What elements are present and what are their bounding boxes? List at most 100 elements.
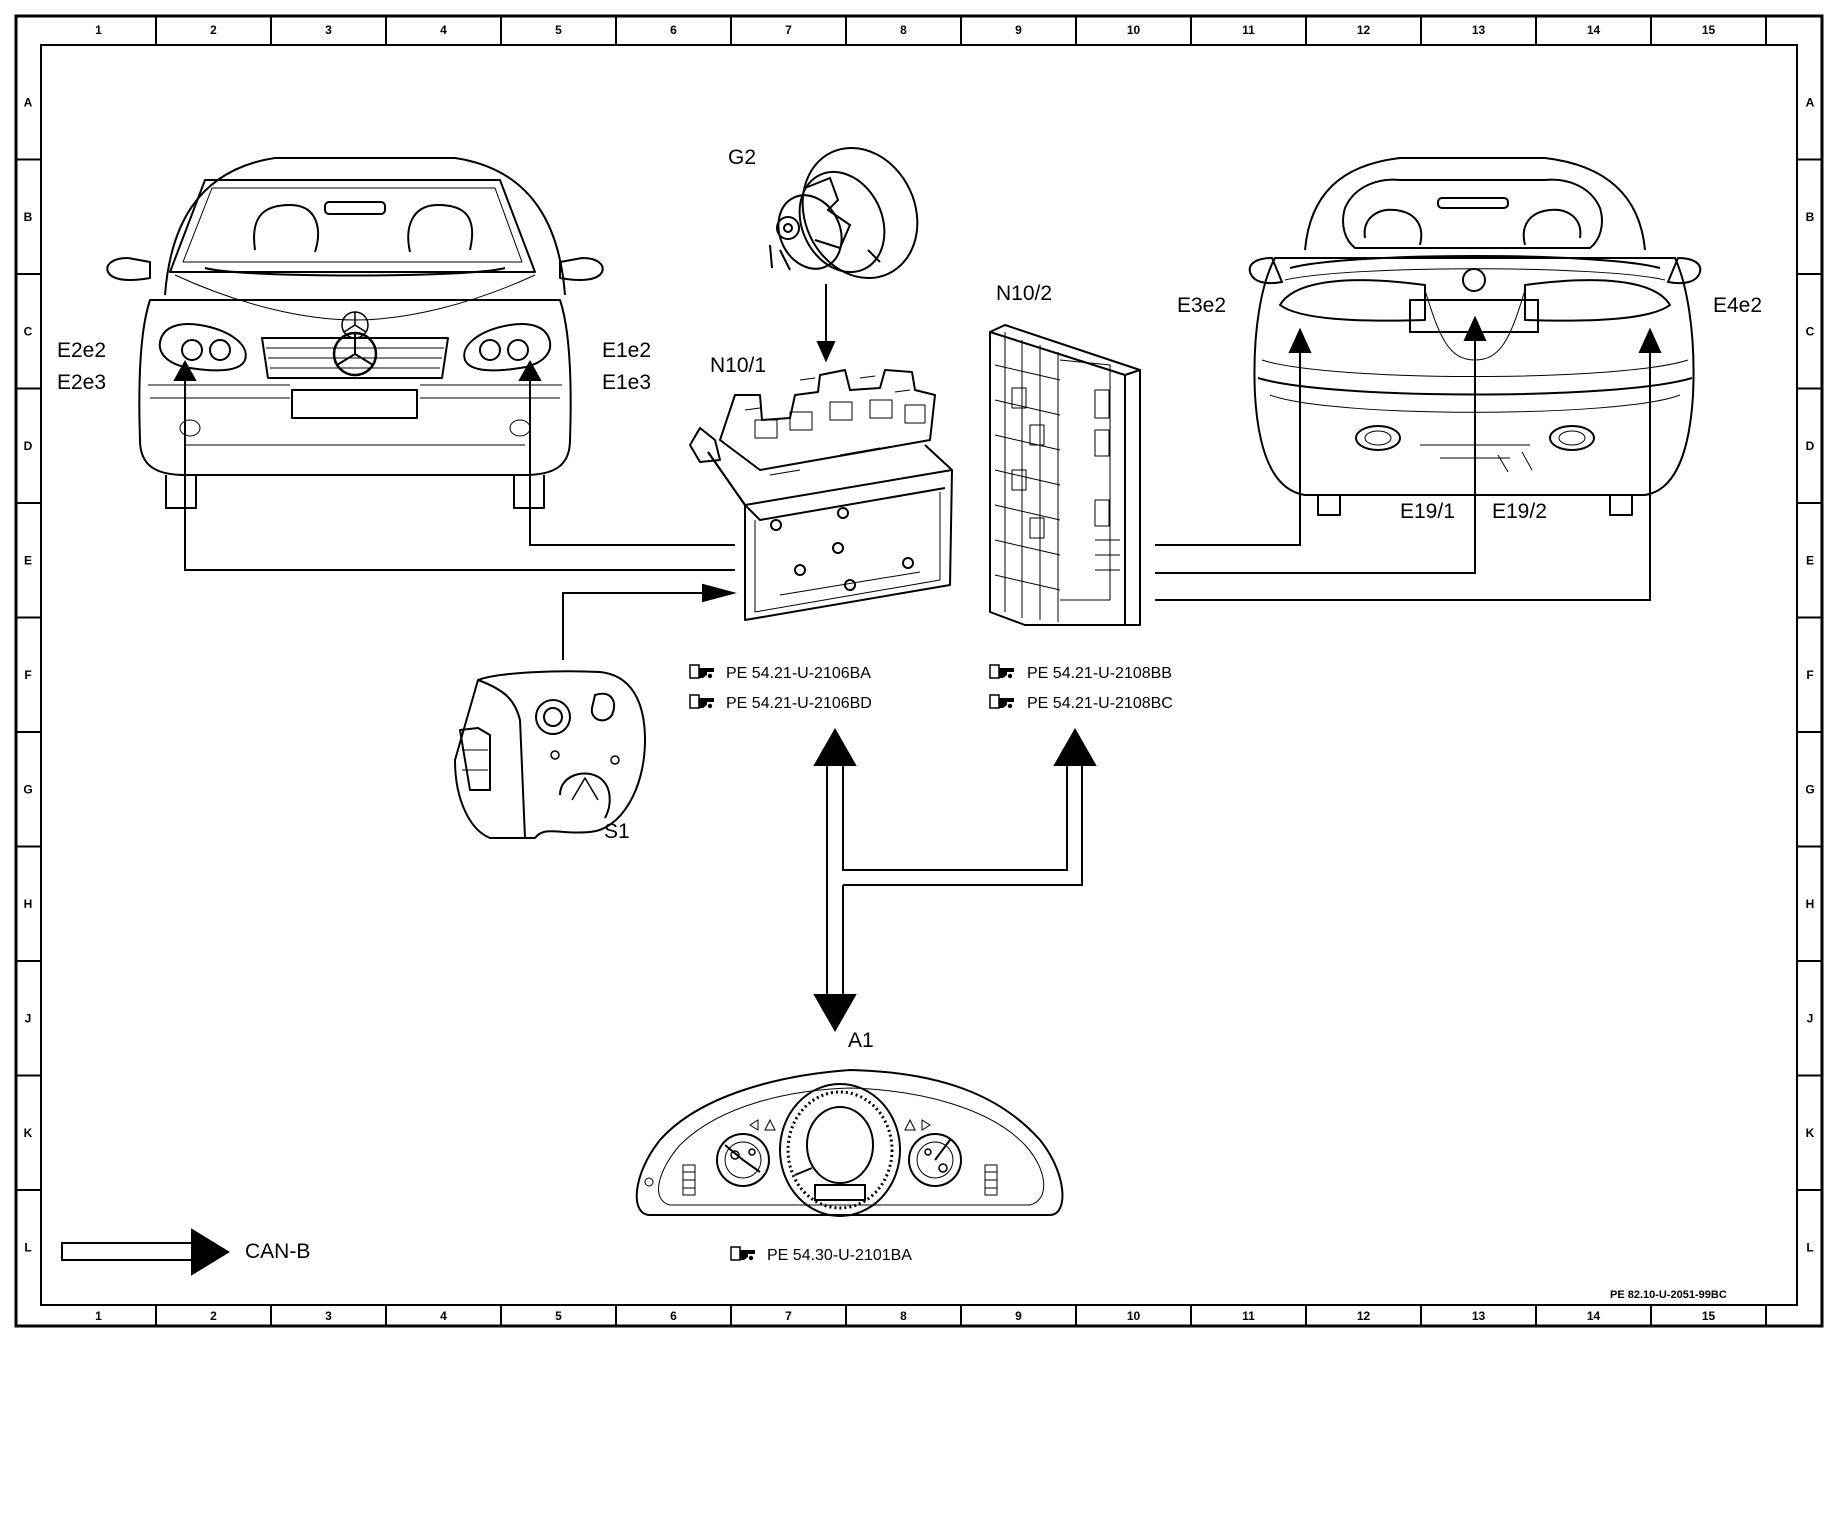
reference-pointer-icon bbox=[989, 694, 1015, 709]
reference-pointer-icon bbox=[689, 694, 715, 709]
row-label: G bbox=[23, 782, 32, 796]
row-label: L bbox=[1806, 1240, 1813, 1254]
reference-links: PE 54.21-U-2106BA PE 54.21-U-2106BD PE 5… bbox=[689, 664, 1173, 1264]
label-can-b: CAN-B bbox=[245, 1240, 310, 1263]
front-lamp-wiring bbox=[173, 359, 735, 571]
instrument-cluster-a1 bbox=[635, 1068, 1064, 1217]
column-label: 8 bbox=[900, 23, 907, 37]
column-label: 13 bbox=[1472, 23, 1486, 37]
reference-text: PE 54.30-U-2101BA bbox=[767, 1247, 912, 1264]
row-label: B bbox=[1806, 210, 1815, 224]
label-n10-1: N10/1 bbox=[710, 354, 766, 377]
label-e19-1: E19/1 bbox=[1400, 500, 1455, 523]
column-label: 1 bbox=[95, 1309, 102, 1323]
alternator-wire bbox=[816, 284, 836, 363]
reference-pointer-icon bbox=[989, 664, 1015, 679]
reference-a1: PE 54.30-U-2101BA bbox=[730, 1246, 912, 1264]
label-e3e2: E3e2 bbox=[1177, 294, 1226, 317]
module-n10-1 bbox=[689, 369, 953, 621]
row-label: A bbox=[1806, 95, 1815, 109]
row-label: A bbox=[24, 95, 33, 109]
row-label: C bbox=[1806, 324, 1815, 338]
row-label: B bbox=[24, 210, 33, 224]
label-s1: S1 bbox=[604, 820, 630, 843]
switch-wire bbox=[562, 583, 737, 660]
column-label: 6 bbox=[670, 1309, 677, 1323]
column-label: 9 bbox=[1015, 23, 1022, 37]
can-b-bus bbox=[813, 727, 1097, 1033]
reference-pointer-icon bbox=[689, 664, 715, 679]
row-label: D bbox=[1806, 439, 1815, 453]
column-label: 7 bbox=[785, 1309, 792, 1323]
reference-text: PE 54.21-U-2106BD bbox=[726, 695, 872, 712]
reference-pointer-icon bbox=[730, 1246, 756, 1261]
light-switch-s1 bbox=[454, 670, 646, 839]
column-label: 12 bbox=[1357, 1309, 1371, 1323]
column-label: 3 bbox=[325, 1309, 332, 1323]
row-label: J bbox=[25, 1011, 32, 1025]
reference-n10-1-a: PE 54.21-U-2106BA bbox=[689, 664, 871, 682]
column-label: 11 bbox=[1242, 1309, 1255, 1323]
column-ticks bbox=[155, 16, 1767, 1326]
column-label: 10 bbox=[1127, 1309, 1141, 1323]
column-label: 10 bbox=[1127, 23, 1141, 37]
row-labels: A A B B C C D D E E F F G G H H J J K K L L bbox=[23, 95, 1814, 1254]
column-labels: 1122334455667788991010111112121313141415… bbox=[95, 23, 1715, 1323]
drawing-code: PE 82.10-U-2051-99BC bbox=[1610, 1289, 1727, 1301]
module-n10-2 bbox=[989, 324, 1141, 626]
label-a1: A1 bbox=[848, 1029, 874, 1052]
front-car-view bbox=[106, 157, 604, 509]
column-label: 14 bbox=[1587, 23, 1601, 37]
label-g2: G2 bbox=[728, 146, 756, 169]
reference-text: PE 54.21-U-2106BA bbox=[726, 665, 871, 682]
row-label: K bbox=[24, 1126, 33, 1140]
column-label: 11 bbox=[1242, 23, 1255, 37]
reference-n10-2-a: PE 54.21-U-2108BB bbox=[989, 664, 1172, 682]
column-label: 15 bbox=[1702, 23, 1716, 37]
row-label: H bbox=[24, 897, 33, 911]
column-label: 2 bbox=[210, 1309, 217, 1323]
alternator-g2 bbox=[769, 146, 919, 280]
label-e2e3: E2e3 bbox=[57, 371, 106, 394]
column-label: 1 bbox=[95, 23, 102, 37]
reference-text: PE 54.21-U-2108BB bbox=[1027, 665, 1172, 682]
reference-text: PE 54.21-U-2108BC bbox=[1027, 695, 1173, 712]
column-label: 5 bbox=[555, 23, 562, 37]
component-labels: G2 N10/1 N10/2 S1 A1 E2e2 E2e3 E1e2 E1e3… bbox=[57, 146, 1762, 1263]
row-label: H bbox=[1806, 897, 1815, 911]
column-label: 4 bbox=[440, 23, 447, 37]
row-label: L bbox=[24, 1240, 31, 1254]
label-e2e2: E2e2 bbox=[57, 339, 106, 362]
row-label: K bbox=[1806, 1126, 1815, 1140]
label-e19-2: E19/2 bbox=[1492, 500, 1547, 523]
column-label: 13 bbox=[1472, 1309, 1486, 1323]
label-e1e3: E1e3 bbox=[602, 371, 651, 394]
row-label: C bbox=[24, 324, 33, 338]
column-label: 3 bbox=[325, 23, 332, 37]
reference-n10-1-b: PE 54.21-U-2106BD bbox=[689, 694, 872, 712]
row-label: F bbox=[1806, 668, 1813, 682]
column-label: 4 bbox=[440, 1309, 447, 1323]
label-n10-2: N10/2 bbox=[996, 282, 1052, 305]
column-label: 8 bbox=[900, 1309, 907, 1323]
column-label: 5 bbox=[555, 1309, 562, 1323]
row-label: E bbox=[24, 553, 32, 567]
row-ticks bbox=[16, 158, 1822, 1191]
rear-lamp-wiring bbox=[1155, 315, 1662, 601]
row-label: J bbox=[1807, 1011, 1814, 1025]
row-label: F bbox=[24, 668, 31, 682]
row-label: D bbox=[24, 439, 33, 453]
row-label: E bbox=[1806, 553, 1814, 567]
column-label: 7 bbox=[785, 23, 792, 37]
label-e4e2: E4e2 bbox=[1713, 294, 1762, 317]
column-label: 2 bbox=[210, 23, 217, 37]
column-label: 6 bbox=[670, 23, 677, 37]
column-label: 12 bbox=[1357, 23, 1371, 37]
label-e1e2: E1e2 bbox=[602, 339, 651, 362]
column-label: 14 bbox=[1587, 1309, 1601, 1323]
reference-n10-2-b: PE 54.21-U-2108BC bbox=[989, 694, 1173, 712]
row-label: G bbox=[1805, 782, 1814, 796]
can-b-legend-arrow bbox=[61, 1228, 230, 1276]
drawing-frame bbox=[14, 14, 1824, 1328]
